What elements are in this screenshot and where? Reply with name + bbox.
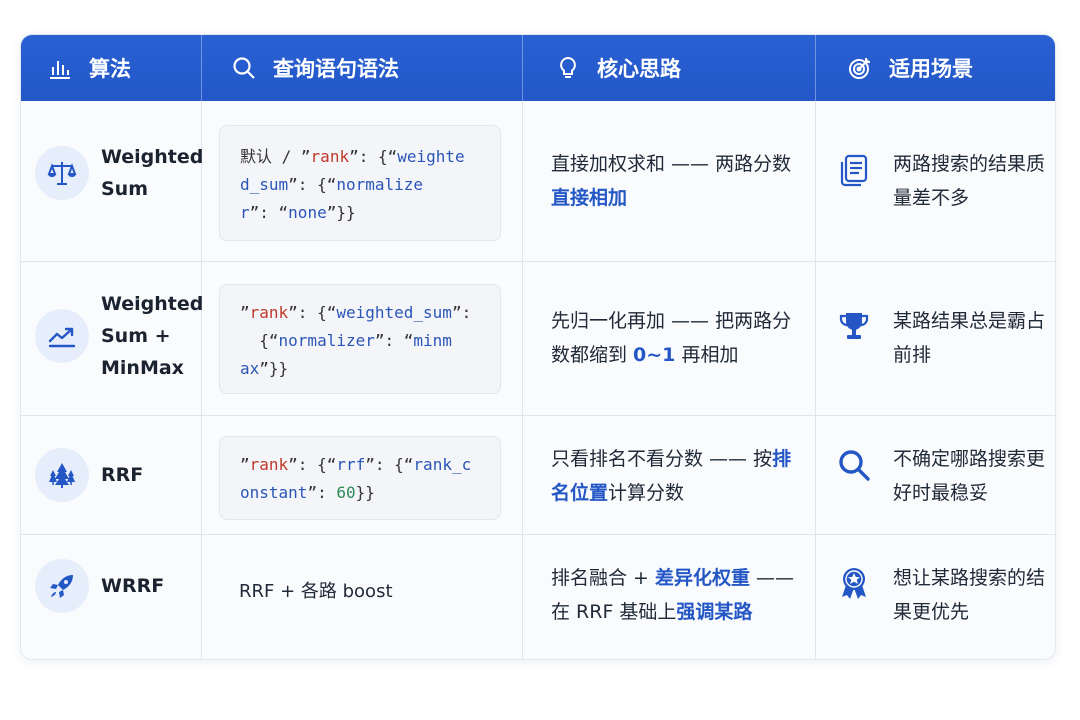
core-idea-text: 先归一化再加 —— 把两路分数都缩到 0~1 再相加 bbox=[551, 310, 792, 366]
trophy-icon bbox=[839, 313, 869, 339]
table-row: RRF ”rank”: {“rrf”: {“rank_c onstant”: 6… bbox=[21, 416, 1055, 534]
header-scene: 适用场景 bbox=[847, 35, 973, 101]
scene-cell: 某路结果总是霸占前排 bbox=[835, 304, 1045, 372]
core-idea-text: 直接加权求和 —— 两路分数直接相加 bbox=[551, 153, 792, 209]
search-icon bbox=[233, 57, 255, 79]
table-row: Weighted Sum 默认 / ”rank”: {“weighte d_su… bbox=[21, 101, 1055, 261]
table-header: 算法 查询语句语法 核心思路 适用场景 bbox=[21, 35, 1055, 101]
header-core: 核心思路 bbox=[555, 35, 681, 101]
header-scene-label: 适用场景 bbox=[889, 57, 973, 81]
header-algorithm-label: 算法 bbox=[89, 57, 131, 81]
scene-text: 两路搜索的结果质量差不多 bbox=[893, 153, 1046, 209]
header-query: 查询语句语法 bbox=[231, 35, 399, 101]
scene-cell: 两路搜索的结果质量差不多 bbox=[835, 147, 1045, 215]
algorithm-name: Sum + bbox=[101, 325, 171, 347]
header-algorithm: 算法 bbox=[47, 35, 131, 101]
award-badge-icon bbox=[842, 568, 866, 599]
scene-text: 不确定哪路搜索更好时最稳妥 bbox=[893, 448, 1046, 504]
scene-text: 想让某路搜索的结果更优先 bbox=[893, 567, 1046, 623]
query-code-block: ”rank”: {“weighted_sum”: {“normalizer”: … bbox=[219, 284, 501, 394]
table-row: Weighted Sum + MinMax ”rank”: {“weighted… bbox=[21, 262, 1055, 415]
algorithm-name: WRRF bbox=[101, 575, 165, 597]
algorithm-name: MinMax bbox=[101, 357, 184, 379]
magnifier-icon bbox=[839, 450, 870, 481]
algorithm-cell: WRRF bbox=[35, 559, 193, 613]
scene-cell: 不确定哪路搜索更好时最稳妥 bbox=[835, 442, 1045, 510]
core-idea-text: 只看排名不看分数 —— 按排名位置计算分数 bbox=[551, 448, 792, 504]
algorithm-cell: Weighted Sum bbox=[35, 141, 204, 205]
header-core-label: 核心思路 bbox=[597, 57, 681, 81]
scale-icon bbox=[35, 146, 89, 200]
trees-icon bbox=[35, 448, 89, 502]
bar-chart-icon bbox=[50, 61, 70, 79]
rocket-icon bbox=[35, 559, 89, 613]
algorithm-name: Sum bbox=[101, 178, 149, 200]
trend-chart-icon bbox=[35, 309, 89, 363]
comparison-table: 算法 查询语句语法 核心思路 适用场景 bbox=[20, 34, 1056, 660]
query-code-block: ”rank”: {“rrf”: {“rank_c onstant”: 60}} bbox=[219, 436, 501, 520]
algorithm-cell: Weighted Sum + MinMax bbox=[35, 288, 204, 384]
algorithm-name: Weighted bbox=[101, 146, 204, 168]
lightbulb-icon bbox=[560, 56, 576, 78]
query-text: RRF + 各路 boost bbox=[239, 581, 393, 602]
scene-cell: 想让某路搜索的结果更优先 bbox=[835, 561, 1045, 629]
table-row: WRRF RRF + 各路 boost 排名融合 + 差异化权重 —— 在 RR… bbox=[21, 535, 1055, 659]
core-idea-text: 排名融合 + 差异化权重 —— 在 RRF 基础上强调某路 bbox=[551, 567, 795, 623]
algorithm-cell: RRF bbox=[35, 448, 193, 502]
target-icon bbox=[849, 58, 870, 79]
document-icon bbox=[840, 154, 868, 187]
header-query-label: 查询语句语法 bbox=[273, 57, 399, 81]
scene-text: 某路结果总是霸占前排 bbox=[893, 310, 1046, 366]
query-code-block: 默认 / ”rank”: {“weighte d_sum”: {“normali… bbox=[219, 125, 501, 241]
algorithm-name: Weighted bbox=[101, 293, 204, 315]
algorithm-name: RRF bbox=[101, 464, 144, 486]
